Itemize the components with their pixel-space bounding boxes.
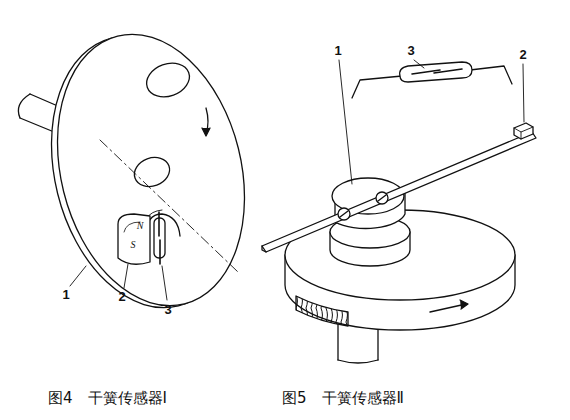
callout-number: 2 (519, 48, 526, 61)
callout-number: 3 (164, 303, 171, 316)
lead-wire (352, 66, 512, 98)
fig4-drawing (18, 14, 271, 327)
screw (376, 192, 388, 204)
figure-caption: 图5 干簧传感器Ⅱ (282, 391, 404, 406)
leader-line (339, 60, 352, 184)
shaft-end (18, 94, 30, 118)
pole-mark: S (131, 240, 136, 250)
reed-switch (400, 62, 472, 82)
callout-number: 1 (62, 288, 69, 301)
worm-thread (296, 296, 348, 326)
leader-line (124, 264, 128, 288)
figure-caption: 图4 干簧传感器Ⅰ (48, 391, 167, 406)
reed-contacts (159, 212, 160, 264)
leader-line (162, 266, 167, 300)
magnet (514, 123, 533, 139)
reed-contacts (412, 69, 462, 74)
arrow-head (202, 128, 210, 136)
leader-line (414, 60, 424, 68)
axis-line (100, 140, 238, 272)
callout-number: 2 (118, 290, 125, 303)
disk-hole (130, 153, 173, 192)
callout-number: 1 (334, 44, 341, 57)
disk-hole (142, 57, 194, 102)
screw (338, 208, 350, 220)
leader-line (523, 64, 524, 122)
pole-mark: N (137, 221, 144, 231)
callout-number: 3 (407, 44, 414, 57)
leader-line (70, 266, 86, 286)
arm (262, 132, 536, 252)
rotating-disk (30, 14, 271, 325)
fig5-drawing (262, 60, 536, 363)
magnet (118, 214, 150, 264)
